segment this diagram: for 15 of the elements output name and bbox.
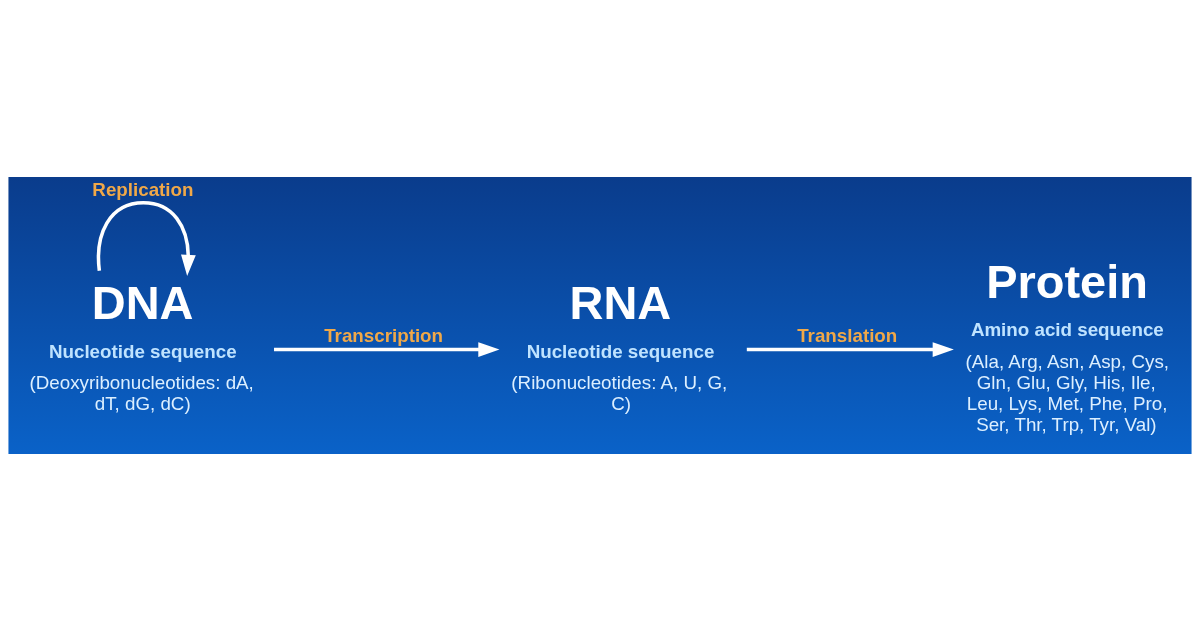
- node-label: Nucleotide sequence: [48, 340, 237, 362]
- node-text: Protein: [986, 255, 1148, 308]
- node-label: Amino acid sequence: [970, 318, 1164, 340]
- edge-label: Transcription: [324, 324, 444, 346]
- node-label: (Ala, Arg, Asn, Asp, Cys, Gln, Glu, Gly, His, Ile, Leu, Lys, Met, Phe, Pro, Ser, Thr, Trp, Tyr, Val): [965, 350, 1170, 435]
- arrow: [96, 200, 196, 276]
- edge-label: Replication: [92, 178, 194, 200]
- edge-label: Translation: [797, 324, 898, 346]
- node-text: DNA: [91, 276, 194, 329]
- node-label: (Ribonucleotides: A, U, G, C): [511, 371, 728, 414]
- node-label: Nucleotide sequence: [526, 340, 715, 362]
- arrow: [746, 341, 954, 357]
- node-text: RNA: [569, 276, 672, 329]
- arrow: [274, 341, 500, 357]
- node-label: (Deoxyribonucleotides: dA, dT, dG, dC): [29, 371, 254, 414]
